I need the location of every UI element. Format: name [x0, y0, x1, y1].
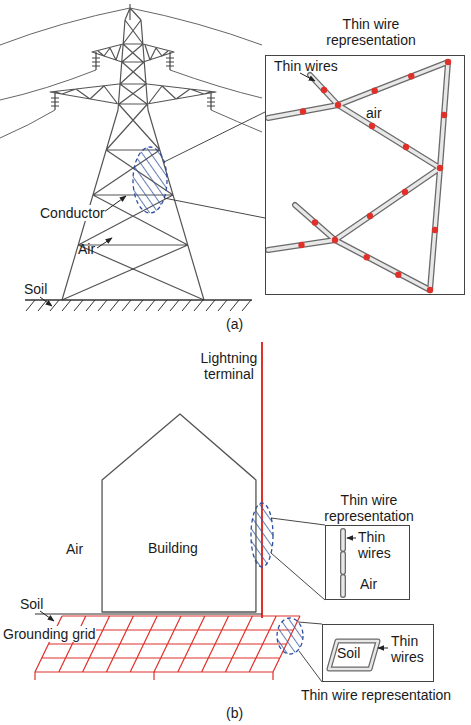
segment-node [372, 88, 378, 94]
thin-wire-tube [340, 531, 346, 595]
building-label: Building [148, 540, 198, 556]
ground-line [35, 613, 262, 614]
segment-node [402, 189, 408, 195]
inset-box: Thin wire representationThin wiresair [265, 55, 465, 295]
segment-node [445, 59, 451, 65]
part-label: Grounding grid [3, 626, 96, 642]
inset-text: Thin wires [358, 529, 398, 561]
thin-wire-core [268, 62, 448, 290]
segment-node [369, 123, 375, 129]
leader-arrow [378, 648, 388, 649]
segment-node [298, 242, 304, 248]
segment-node [441, 112, 447, 118]
segment-node [312, 219, 318, 225]
leader-arrow [300, 73, 315, 81]
segment-node [403, 144, 409, 150]
region-label: Soil [20, 596, 43, 612]
lightning-conductor [261, 342, 263, 618]
segment-node [367, 213, 373, 219]
region-label: Air [78, 241, 95, 257]
soil-hatching [26, 300, 251, 311]
inset-text: air [366, 105, 382, 121]
building-shape: Building [100, 412, 258, 613]
region-label: Air [66, 541, 83, 557]
part-label: Lightning terminal [196, 350, 262, 382]
inset-heading: Thin wire representation [291, 687, 461, 703]
leader-arrow [97, 238, 112, 248]
segment-node [432, 227, 438, 233]
leader-arrow [40, 611, 54, 621]
inset-heading: Thin wire representation [316, 16, 426, 48]
segment-node [395, 272, 401, 278]
zoom-leader-lines [164, 112, 265, 218]
zoom-region-ellipse [277, 618, 303, 654]
inset-text: Thin wires [274, 58, 338, 74]
inset-text: Soil [337, 645, 360, 661]
region-label: Soil [24, 281, 47, 297]
leader-arrow [104, 196, 126, 212]
segment-node [437, 165, 443, 171]
inset-box: SoilThin wiresThin wire representation [322, 624, 434, 682]
part-label: Conductor [40, 205, 105, 221]
zoom-region-ellipse [133, 147, 167, 213]
node-outline [100, 412, 300, 652]
segment-node [427, 287, 433, 293]
segment-node [364, 254, 370, 260]
leader-arrow [40, 297, 52, 306]
segment-node [300, 108, 306, 114]
segment-node [332, 237, 338, 243]
zoom-region-ellipse [251, 503, 273, 567]
segment-node [321, 87, 327, 93]
tower-structure [50, 4, 216, 300]
zoom-leader-lines [298, 622, 322, 682]
inset-text: Thin wires [391, 633, 431, 665]
segment-node [335, 102, 341, 108]
wire-segment-nodes [298, 59, 451, 293]
insulator-strings [51, 52, 215, 110]
inset-box: Thin wire representationThin wiresAir [325, 525, 410, 600]
thin-wire-core [329, 641, 378, 669]
inset-heading: Thin wire representation [314, 492, 424, 524]
thin-wire-tube [329, 641, 378, 669]
panel-label: (b) [226, 705, 243, 721]
building-outline [102, 414, 256, 612]
inset-text: Air [360, 576, 377, 592]
segment-node [408, 73, 414, 79]
leader-arrow [347, 538, 356, 539]
panel-label: (a) [226, 316, 243, 332]
thin-wire-core [341, 531, 344, 595]
zoom-leader-lines [271, 518, 325, 600]
thin-wire-tube [268, 62, 448, 290]
